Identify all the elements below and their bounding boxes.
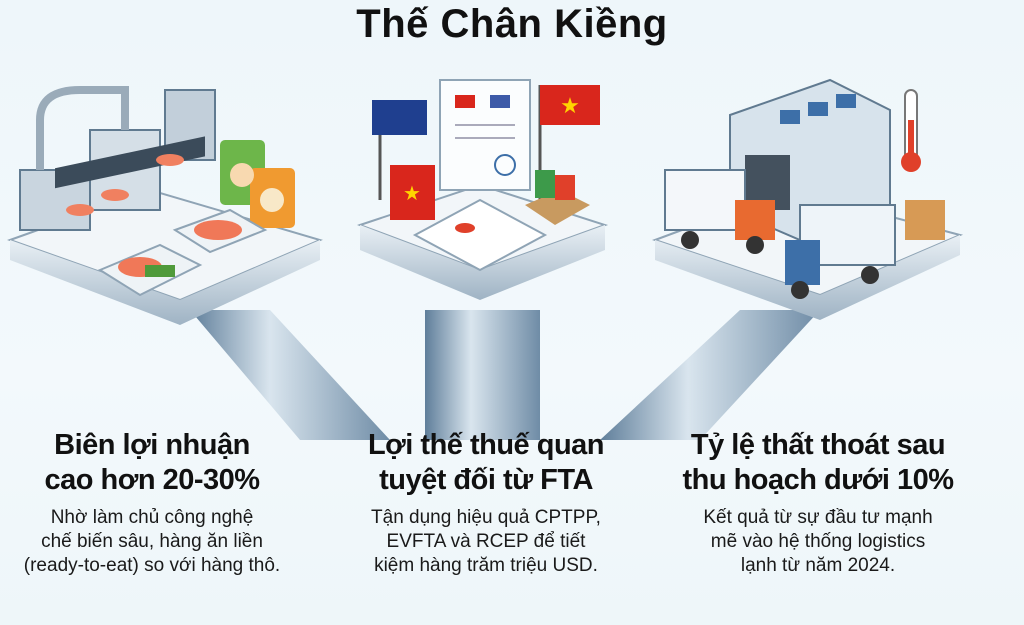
description-line: Nhờ làm chủ công nghệ	[50, 507, 254, 528]
description-line: chế biến sâu, hàng ăn liền	[41, 531, 263, 552]
page-title: Thế Chân Kiềng	[356, 2, 668, 46]
pillar-description: Nhờ làm chủ công nghệ chế biến sâu, hàng …	[2, 506, 302, 578]
svg-text:★: ★	[403, 183, 421, 205]
trade-agreement-documents-icon: ★ ★	[357, 79, 609, 440]
description-line: Kết quả từ sự đầu tư mạnh	[703, 507, 933, 528]
heading-line: cao hơn 20-30%	[44, 464, 260, 496]
heading-line: Biên lợi nhuận	[54, 429, 250, 461]
heading-line: thu hoạch dưới 10%	[682, 464, 954, 496]
description-line: kiệm hàng trăm triệu USD.	[374, 555, 598, 576]
svg-text:★: ★	[560, 93, 580, 118]
pillar-description: Kết quả từ sự đầu tư mạnh mẽ vào hệ thống…	[668, 506, 968, 578]
heading-line: tuyệt đối từ FTA	[379, 464, 593, 496]
cold-chain-logistics-icon	[600, 78, 964, 440]
pillar-description: Tận dụng hiệu quả CPTPP, EVFTA và RCEP để…	[336, 506, 636, 578]
description-line: (ready-to-eat) so với hàng thô.	[23, 555, 281, 576]
description-line: EVFTA và RCEP để tiết	[386, 531, 586, 552]
description-line: Tận dụng hiệu quả CPTPP,	[371, 507, 601, 528]
description-line: mẽ vào hệ thống logistics	[710, 531, 926, 552]
heading-line: Tỷ lệ thất thoát sau	[690, 429, 946, 461]
heading-line: Lợi thế thuế quan	[367, 429, 605, 461]
description-line: lạnh từ năm 2024.	[740, 555, 896, 576]
seafood-processing-factory-icon	[7, 86, 390, 440]
three-pillars-illustration: ★ ★	[7, 78, 964, 440]
